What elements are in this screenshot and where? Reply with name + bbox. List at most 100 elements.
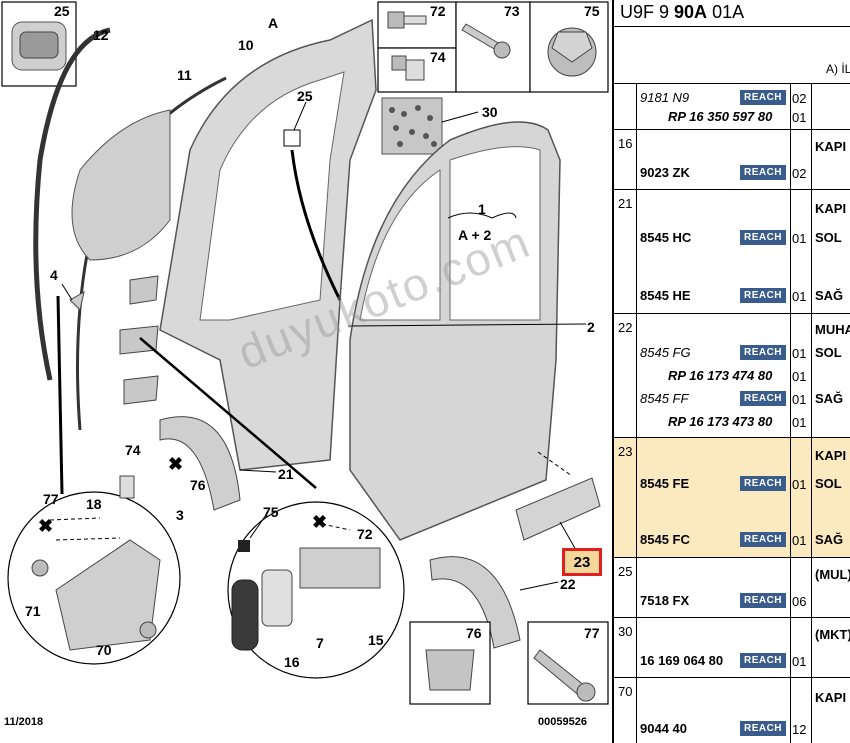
part-number[interactable]: 8545 FC — [640, 532, 690, 547]
part-number[interactable]: 8545 FG — [640, 345, 691, 360]
column-divider — [636, 130, 637, 189]
column-divider — [811, 558, 812, 617]
callout-16[interactable]: 16 — [284, 654, 300, 670]
table-line: KAPI — [640, 688, 850, 708]
reach-badge: REACH — [740, 653, 786, 668]
callout-18[interactable]: 18 — [86, 496, 102, 512]
part-number[interactable]: 8545 FE — [640, 476, 690, 491]
callout-1[interactable]: 1 — [478, 201, 486, 217]
box-label-74[interactable]: 74 — [430, 49, 446, 65]
ref-suffix: 01A — [707, 2, 745, 22]
callout-76-mid[interactable]: 76 — [190, 477, 206, 493]
svg-text:✖: ✖ — [168, 454, 183, 474]
part-number[interactable]: 8545 HC — [640, 230, 692, 245]
item-number: 23 — [618, 444, 633, 459]
reach-badge: REACH — [740, 721, 786, 736]
column-divider — [790, 618, 791, 677]
column-divider — [636, 618, 637, 677]
item-number: 30 — [618, 624, 633, 639]
reach-badge: REACH — [740, 288, 786, 303]
callout-30[interactable]: 30 — [482, 104, 498, 120]
callout-75-mid[interactable]: 75 — [263, 504, 279, 520]
item-number: 25 — [618, 564, 633, 579]
callout-10[interactable]: 10 — [238, 37, 254, 53]
quantity: 01 — [792, 533, 807, 548]
callout-A[interactable]: A — [268, 15, 279, 31]
part-number[interactable]: 8545 HE — [640, 288, 691, 303]
description: (MUL) — [815, 567, 850, 582]
part-number[interactable]: RP 16 173 473 80 — [668, 414, 773, 429]
callout-A-plus-2[interactable]: A + 2 — [458, 227, 492, 243]
box-label-77[interactable]: 77 — [584, 625, 600, 641]
selected-callout-23[interactable]: 23 — [562, 548, 602, 576]
parts-diagram: ✖ ✖ ✖ 25 12 10 A 11 25 30 1 A + 2 4 2 74… — [1, 1, 609, 728]
description: SOL — [815, 476, 842, 491]
callout-21[interactable]: 21 — [278, 466, 294, 482]
callout-70[interactable]: 70 — [96, 642, 112, 658]
ref-bold: 90A — [674, 2, 708, 22]
part-number[interactable]: 9181 N9 — [640, 90, 690, 105]
part-number[interactable]: RP 16 350 597 80 — [668, 109, 773, 124]
callout-4[interactable]: 4 — [50, 267, 58, 283]
drawing-number: 00059526 — [538, 716, 587, 728]
part-number[interactable]: 9023 ZK — [640, 165, 690, 180]
column-divider — [636, 438, 637, 557]
table-line: KAPI — [640, 137, 850, 157]
reach-badge: REACH — [740, 593, 786, 608]
table-header: U9F 9 90A 01A A) İL — [614, 0, 850, 84]
callout-74[interactable]: 74 — [125, 442, 141, 458]
callout-25-top[interactable]: 25 — [54, 3, 70, 19]
callout-77[interactable]: 77 — [43, 491, 59, 507]
quantity: 01 — [792, 110, 807, 125]
column-divider — [790, 558, 791, 617]
part-number[interactable]: 9044 40 — [640, 721, 687, 736]
description: KAPI — [815, 690, 847, 705]
callout-2[interactable]: 2 — [587, 319, 595, 335]
reach-badge: REACH — [740, 476, 786, 491]
box-label-72[interactable]: 72 — [430, 3, 446, 19]
box-label-75[interactable]: 75 — [584, 3, 600, 19]
table-line — [640, 257, 850, 277]
diagram-drawing: ✖ ✖ ✖ — [1, 1, 609, 705]
description: KAPI — [815, 448, 847, 463]
callout-25-mid[interactable]: 25 — [297, 88, 313, 104]
quantity: 02 — [792, 91, 807, 106]
box-label-73[interactable]: 73 — [504, 3, 520, 19]
svg-text:✖: ✖ — [312, 512, 327, 532]
column-divider — [790, 130, 791, 189]
callout-3[interactable]: 3 — [176, 507, 184, 523]
callout-71[interactable]: 71 — [25, 603, 41, 619]
callout-72-mid[interactable]: 72 — [357, 526, 373, 542]
description: SAĞ — [815, 391, 844, 406]
callout-11[interactable]: 11 — [177, 67, 192, 83]
callout-15[interactable]: 15 — [368, 632, 384, 648]
quantity: 02 — [792, 166, 807, 181]
callout-22[interactable]: 22 — [560, 576, 576, 592]
part-number[interactable]: 16 169 064 80 — [640, 653, 724, 668]
column-divider — [811, 314, 812, 437]
box-label-76[interactable]: 76 — [466, 625, 482, 641]
part-number[interactable]: 8545 FF — [640, 391, 689, 406]
column-divider — [790, 678, 791, 743]
part-number[interactable]: 7518 FX — [640, 593, 690, 608]
quantity: 01 — [792, 289, 807, 304]
part-number[interactable]: RP 16 173 474 80 — [668, 368, 773, 383]
description: KAPI — [815, 139, 847, 154]
callout-12[interactable]: 12 — [93, 27, 109, 43]
table-line — [640, 502, 850, 522]
callout-7[interactable]: 7 — [316, 635, 324, 651]
